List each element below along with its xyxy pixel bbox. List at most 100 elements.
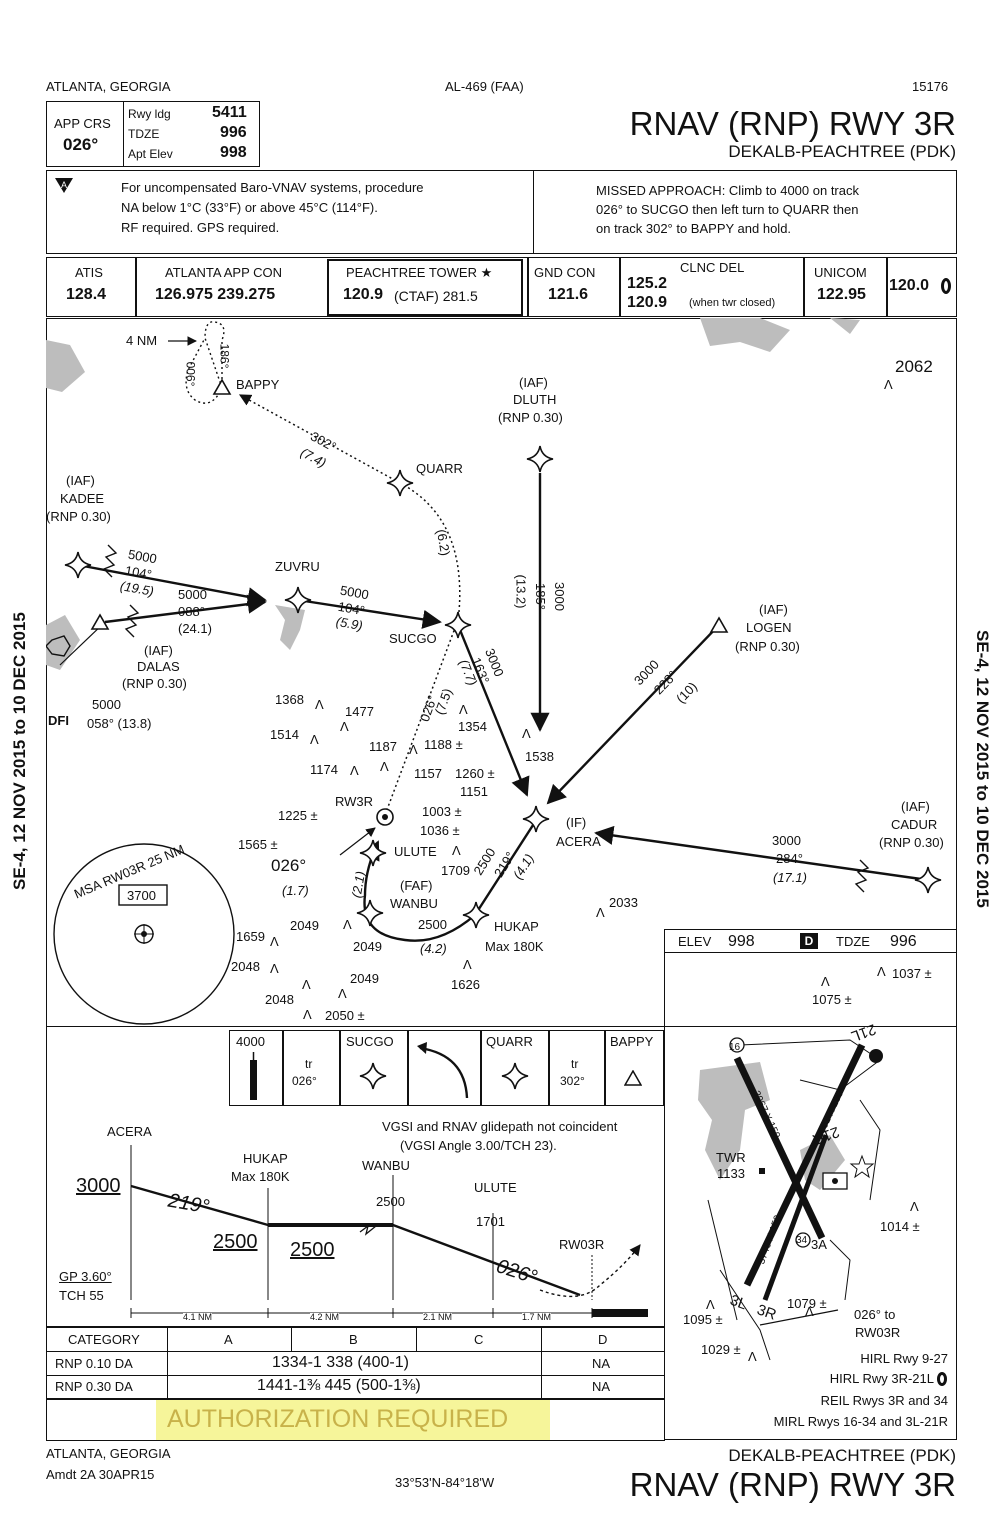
comm-clnc-freq: 125.2 [627,275,668,292]
footer-coords: 33°53'N-84°18'W [395,1475,495,1490]
obstacle-elev: 1003 ± [422,804,462,819]
rwy-ldg-label: Rwy ldg [128,107,171,121]
airport-d-badge: D [800,933,818,949]
leg-dl-alt: 3000 [551,582,567,611]
hold-inbound: 186° [217,343,232,369]
hold-outbound: 006° [183,361,198,387]
comm-tower-sub: (CTAF) 281.5 [394,288,478,304]
obstacle-icon: Λ [350,763,359,778]
airport-obs: 1095 ± [683,1312,723,1327]
ma-tr1-a: tr [305,1057,313,1071]
obstacle-elev: 2048 [265,992,294,1007]
fix-kadee: KADEE [60,491,105,506]
hold-dist: 4 NM [126,333,158,348]
obstacle-elev: 2049 [353,939,382,954]
ma-tr1-b: 026° [292,1074,317,1088]
leg-dfi-alt: 5000 [92,697,121,712]
header-airport: DEKALB-PEACHTREE (PDK) [728,142,956,161]
profile-wanbu: WANBU [362,1158,410,1173]
minima-header: B [349,1332,358,1347]
profile-ulute: ULUTE [474,1180,517,1195]
rwy-info-box [123,101,260,167]
airport-obstacle-icon: Λ [748,1349,757,1364]
leg-dfi-crs: 058° (13.8) [87,716,152,731]
airport-diagram-drawing [698,1037,883,1361]
airport-elev-label: ELEV [678,934,712,949]
airport-elev: 998 [728,933,755,950]
fix-cadur: CADUR [891,817,938,832]
leg-h-w-dist: (4.2) [420,941,447,956]
header-city: ATLANTA, GEORGIA [46,79,171,94]
minima-row-abc: 1441-1⅜ 445 (500-1⅜) [257,1377,421,1394]
profile-acera: ACERA [107,1124,152,1139]
comm-atis-freq: 128.4 [66,286,107,303]
apt-elev-value: 998 [220,144,247,161]
fix-dluth-iaf: (IAF) [519,375,548,390]
airport-obstacle-icon: Λ [877,964,886,979]
fix-zuvru: ZUVRU [275,559,320,574]
footer-title: RNAV (RNP) RWY 3R [629,1466,956,1503]
waypoint-icon [359,1062,387,1090]
comm-unicom-name: UNICOM [814,265,867,280]
obstacle-icon: Λ [459,702,468,717]
leg-c-crs: 284° [776,851,803,866]
fix-dalas-rnp: (RNP 0.30) [122,676,187,691]
obstacle-elev: 1225 ± [278,808,318,823]
app-crs-label: APP CRS [54,116,111,131]
fix-kadee-iaf: (IAF) [66,473,95,488]
obstacle-elev: 2049 [350,971,379,986]
profile-gp: GP 3.60° [59,1269,112,1284]
part-time-icon [941,278,951,294]
rwy-34: 34 [796,1235,808,1246]
profile-box [46,1027,665,1327]
comm-extra-freq: 120.0 [889,277,930,294]
comm-app-freq: 126.975 239.275 [155,286,276,303]
obstacle-elev: 1188 ± [424,737,463,752]
leg-dl-crs: 185° [532,583,548,610]
airport-obstacle-icon: Λ [821,974,830,989]
obstacle-elev: 1709 [441,863,470,878]
minima-row-d: NA [592,1356,611,1371]
rwy-16: 16 [729,1042,741,1053]
leg-c-alt: 3000 [772,833,801,848]
minima-table [46,1327,665,1441]
profile-tch: TCH 55 [59,1288,104,1303]
profile-dist: 4.2 NM [310,1312,340,1322]
profile-acera-alt: 3000 [76,1175,121,1197]
obstacle-elev: 1477 [345,704,374,719]
fix-kadee-rnp: (RNP 0.30) [46,509,111,524]
obstacle-elev: 1565 ± [238,837,278,852]
leg-d-alt: 5000 [178,587,207,602]
minima-header: C [474,1332,484,1347]
comm-gnd-name: GND CON [534,265,596,280]
minima-header: D [598,1332,608,1347]
obstacle-elev: 1174 [310,762,338,777]
lighting-note: HIRL Rwy 9-27 [860,1351,948,1366]
header-title: RNAV (RNP) RWY 3R [629,105,956,142]
fix-cadur-rnp: (RNP 0.30) [879,835,944,850]
ma-sucgo: SUCGO [346,1034,394,1049]
airport-obs: 1029 ± [701,1342,741,1357]
obstacle-icon: Λ [315,697,324,712]
fix-logen-rnp: (RNP 0.30) [735,639,800,654]
footer-amdt: Amdt 2A 30APR15 [46,1467,155,1482]
obstacle-icon: Λ [343,917,352,932]
airport-note-rw: RW03R [855,1325,901,1340]
obstacle-elev: 2049 [290,918,319,933]
airport-obs: 1079 ± [787,1296,827,1311]
obstacle-icon: Λ [409,742,418,757]
fix-cadur-iaf: (IAF) [901,799,930,814]
obstacle-icon: Λ [340,719,349,734]
fix-acera: ACERA [556,834,601,849]
obstacle-icon: Λ [338,986,347,1001]
leg-d-dist: (24.1) [178,621,212,636]
tower-freq-box [327,259,523,316]
tdze-label: TDZE [128,127,160,141]
obstacle-elev: 1036 ± [420,823,460,838]
tdze-value: 996 [220,124,247,141]
airport-tdze: 996 [890,933,917,950]
leg-final-crs: 026° [271,856,307,875]
obstacle-icon: Λ [270,934,279,949]
airport-obs: 1075 ± [812,992,852,1007]
fix-dluth-rnp: (RNP 0.30) [498,410,563,425]
